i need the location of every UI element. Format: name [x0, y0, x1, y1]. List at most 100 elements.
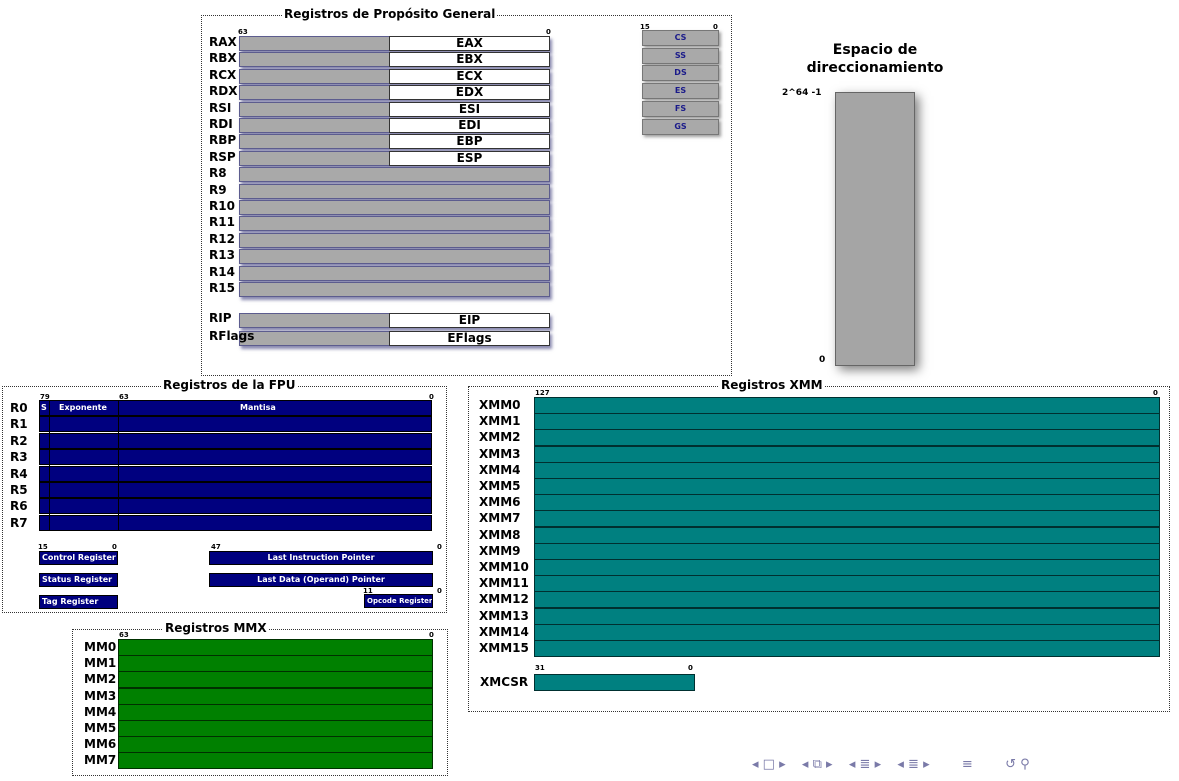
- fpu-register-label: R5: [10, 483, 28, 497]
- last-instruction-pointer: Last Instruction Pointer: [209, 551, 433, 565]
- segment-register: DS: [642, 65, 719, 82]
- seg-bit-hi: 15: [640, 23, 650, 31]
- fpu-ctrl-bit-0: 0: [112, 543, 117, 551]
- fpu-mantissa-header: Mantisa: [240, 403, 276, 412]
- register-label: R11: [209, 215, 235, 230]
- mxcsr-label: XMCSR: [480, 675, 529, 689]
- fpu-ptr-bit-0: 0: [437, 543, 442, 551]
- xmm-register: [534, 429, 1160, 447]
- gpr-bit-hi: 63: [238, 28, 248, 36]
- fpu-panel: Registros de la FPU: [2, 378, 447, 613]
- register-bar: [239, 183, 550, 199]
- xmm-register: [534, 542, 1160, 560]
- subsection-icon[interactable]: ⧉: [812, 757, 822, 772]
- opcode-bit-11: 11: [363, 587, 373, 595]
- register-label: RBX: [209, 51, 237, 66]
- fpu-register: [39, 482, 432, 498]
- back-icon[interactable]: ↺: [1005, 757, 1016, 772]
- frame-icon[interactable]: □: [762, 757, 775, 772]
- mxcsr-register: [534, 674, 695, 691]
- mmx-register-label: MM7: [84, 753, 117, 768]
- next-frame-icon[interactable]: ▸: [779, 757, 786, 772]
- register-sub-bar: EDX: [389, 85, 550, 101]
- prev-frame-icon[interactable]: ◂: [752, 757, 759, 772]
- register-sub-bar: EDI: [389, 118, 550, 133]
- fpu-register-label: R2: [10, 433, 28, 448]
- segment-register: ES: [642, 83, 719, 100]
- xmm-register: [534, 494, 1160, 512]
- fpu-register: [39, 498, 432, 515]
- address-space-bar: [835, 92, 915, 366]
- status-register: Status Register: [39, 573, 118, 587]
- prev-subsection-icon[interactable]: ◂: [801, 757, 809, 772]
- mxcsr-bit-lo: 0: [688, 664, 693, 672]
- register-bar: [239, 249, 550, 265]
- xmm-register-label: XMM9: [479, 543, 521, 558]
- xmm-register-label: XMM5: [479, 479, 521, 493]
- address-top-label: 2^64 -1: [782, 88, 822, 98]
- segment-register: FS: [642, 100, 719, 117]
- mmx-register-label: MM3: [84, 688, 117, 703]
- xmm-register: [534, 575, 1160, 593]
- register-sub-bar: EAX: [389, 36, 550, 51]
- mmx-register: [118, 639, 433, 656]
- seg-bit-lo: 0: [713, 23, 718, 31]
- fpu-exponent-divider: [118, 400, 119, 531]
- fpu-exponent-header: Exponente: [59, 403, 107, 412]
- search-icon[interactable]: ⚲: [1020, 757, 1030, 772]
- fpu-register-label: R0: [10, 401, 28, 415]
- mmx-register-label: MM2: [84, 672, 117, 687]
- slide-icon[interactable]: ≣: [908, 757, 919, 772]
- xmm-register: [534, 397, 1160, 414]
- mmx-register: [118, 687, 433, 705]
- xmm-bit-hi: 127: [535, 389, 550, 397]
- next-section-icon[interactable]: ▸: [874, 757, 882, 772]
- next-subsection-icon[interactable]: ▸: [826, 757, 833, 772]
- xmm-register: [534, 607, 1160, 625]
- xmm-register-label: XMM6: [479, 495, 521, 510]
- tag-register: Tag Register: [39, 595, 118, 609]
- fpu-register: [39, 400, 432, 416]
- xmm-register-label: XMM2: [479, 430, 521, 445]
- next-slide-icon[interactable]: ▸: [923, 757, 930, 772]
- register-label: R13: [209, 248, 235, 263]
- register-bar: [239, 216, 550, 232]
- align-icon[interactable]: ≡: [961, 757, 973, 772]
- xmm-register-label: XMM11: [479, 576, 529, 591]
- xmm-register: [534, 640, 1160, 657]
- xmm-register-label: XMM14: [479, 624, 529, 639]
- register-bar: [239, 282, 550, 297]
- xmm-register: [534, 445, 1160, 463]
- register-sub-bar: ESI: [389, 101, 550, 117]
- fpu-bit-63: 63: [119, 393, 129, 401]
- section-icon[interactable]: ≣: [859, 757, 871, 772]
- xmm-register-label: XMM10: [479, 560, 529, 574]
- prev-section-icon[interactable]: ◂: [848, 757, 856, 772]
- xmm-register: [534, 461, 1160, 479]
- register-bar: [239, 232, 550, 248]
- xmm-register: [534, 510, 1160, 528]
- last-data-pointer: Last Data (Operand) Pointer: [209, 573, 433, 587]
- gpr-bit-lo: 0: [546, 28, 551, 36]
- prev-slide-icon[interactable]: ◂: [897, 757, 904, 772]
- fpu-register: [39, 432, 432, 449]
- register-label: R15: [209, 281, 235, 295]
- mmx-register-label: MM4: [84, 704, 117, 719]
- eflags-register: EFlags: [389, 331, 550, 346]
- xmm-register-label: XMM7: [479, 511, 521, 526]
- address-space-title: Espacio de direccionamiento: [806, 42, 944, 76]
- register-bar: [239, 200, 550, 215]
- xmm-register: [534, 559, 1160, 576]
- mmx-register: [118, 655, 433, 673]
- fpu-register: [39, 416, 432, 433]
- opcode-bit-0: 0: [437, 587, 442, 595]
- register-label: R8: [209, 166, 227, 181]
- mmx-register: [118, 736, 433, 754]
- fpu-ptr-bit-47: 47: [211, 543, 221, 551]
- gpr-panel: Registros de Propósito General: [201, 7, 732, 376]
- xmm-register: [534, 413, 1160, 431]
- beamer-navigation: ◂ □ ▸ ◂ ⧉ ▸ ◂ ≣ ▸ ◂ ≣ ▸ ≡ ↺ ⚲: [752, 755, 1030, 775]
- xmm-register-label: XMM13: [479, 608, 529, 623]
- register-sub-bar: EBP: [389, 134, 550, 150]
- segment-register: GS: [642, 118, 719, 135]
